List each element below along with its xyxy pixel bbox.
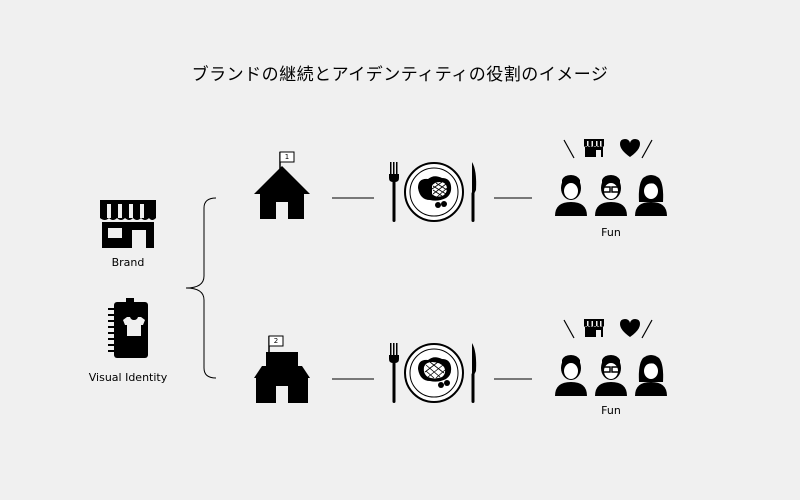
- person-icon: [555, 175, 587, 216]
- flag-number-1: 1: [284, 153, 290, 161]
- connector-line: [332, 197, 374, 199]
- branch-brace: [185, 197, 217, 379]
- flag-number-2: 2: [273, 337, 279, 345]
- connector-line: [494, 197, 532, 199]
- visual-identity-label: Visual Identity: [88, 371, 168, 384]
- diagram-title: ブランドの継続とアイデンティティの役割のイメージ: [191, 65, 609, 85]
- connector-line: [332, 378, 374, 380]
- building-icon: [254, 335, 310, 403]
- meal-plate-icon: [389, 162, 477, 222]
- house-icon: [254, 151, 310, 219]
- fun-label-1: Fun: [601, 226, 621, 239]
- person-glasses-icon: [595, 355, 627, 396]
- brand-label: Brand: [111, 256, 145, 269]
- store-icon: [100, 200, 156, 248]
- person-female-icon: [635, 175, 667, 216]
- fun-label-2: Fun: [601, 404, 621, 417]
- connector-line: [494, 378, 532, 380]
- person-icon: [555, 355, 587, 396]
- person-female-icon: [635, 355, 667, 396]
- person-glasses-icon: [595, 175, 627, 216]
- reaction-icons: [563, 139, 653, 159]
- notebook-icon: [108, 298, 148, 358]
- reaction-icons: [563, 319, 653, 339]
- meal-plate-icon: [389, 343, 477, 403]
